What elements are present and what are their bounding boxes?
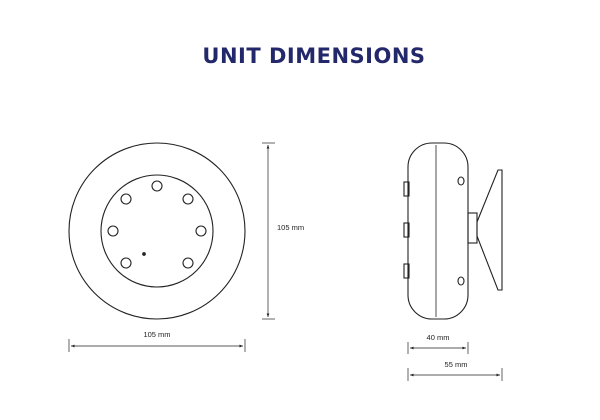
hole [120, 193, 132, 205]
side-body [407, 142, 469, 320]
hole [182, 193, 194, 205]
hole [120, 257, 132, 269]
side-depth-dimension [407, 342, 469, 354]
side-port [403, 263, 410, 279]
hole [151, 180, 163, 192]
side-depth-label: 40 mm [427, 333, 450, 342]
front-width-label: 105 mm [143, 330, 170, 339]
side-screw [457, 276, 465, 286]
page-title: UNIT DIMENSIONS [202, 44, 426, 68]
side-port [403, 222, 410, 238]
front-height-label: 105 mm [277, 223, 304, 232]
inner-plate [100, 174, 214, 288]
outer-ring [68, 142, 246, 320]
hole [182, 257, 194, 269]
center-dot [142, 252, 146, 256]
side-view [403, 142, 503, 320]
front-width-dimension [68, 339, 246, 352]
side-screw [457, 176, 465, 186]
suction-cup [476, 169, 503, 291]
hole [195, 225, 207, 237]
side-port [403, 181, 410, 197]
side-total-dimension [407, 368, 503, 381]
mount-bracket [467, 212, 478, 244]
hole [107, 225, 119, 237]
front-view [68, 142, 246, 320]
side-total-label: 55 mm [445, 360, 468, 369]
front-height-dimension [262, 142, 275, 320]
